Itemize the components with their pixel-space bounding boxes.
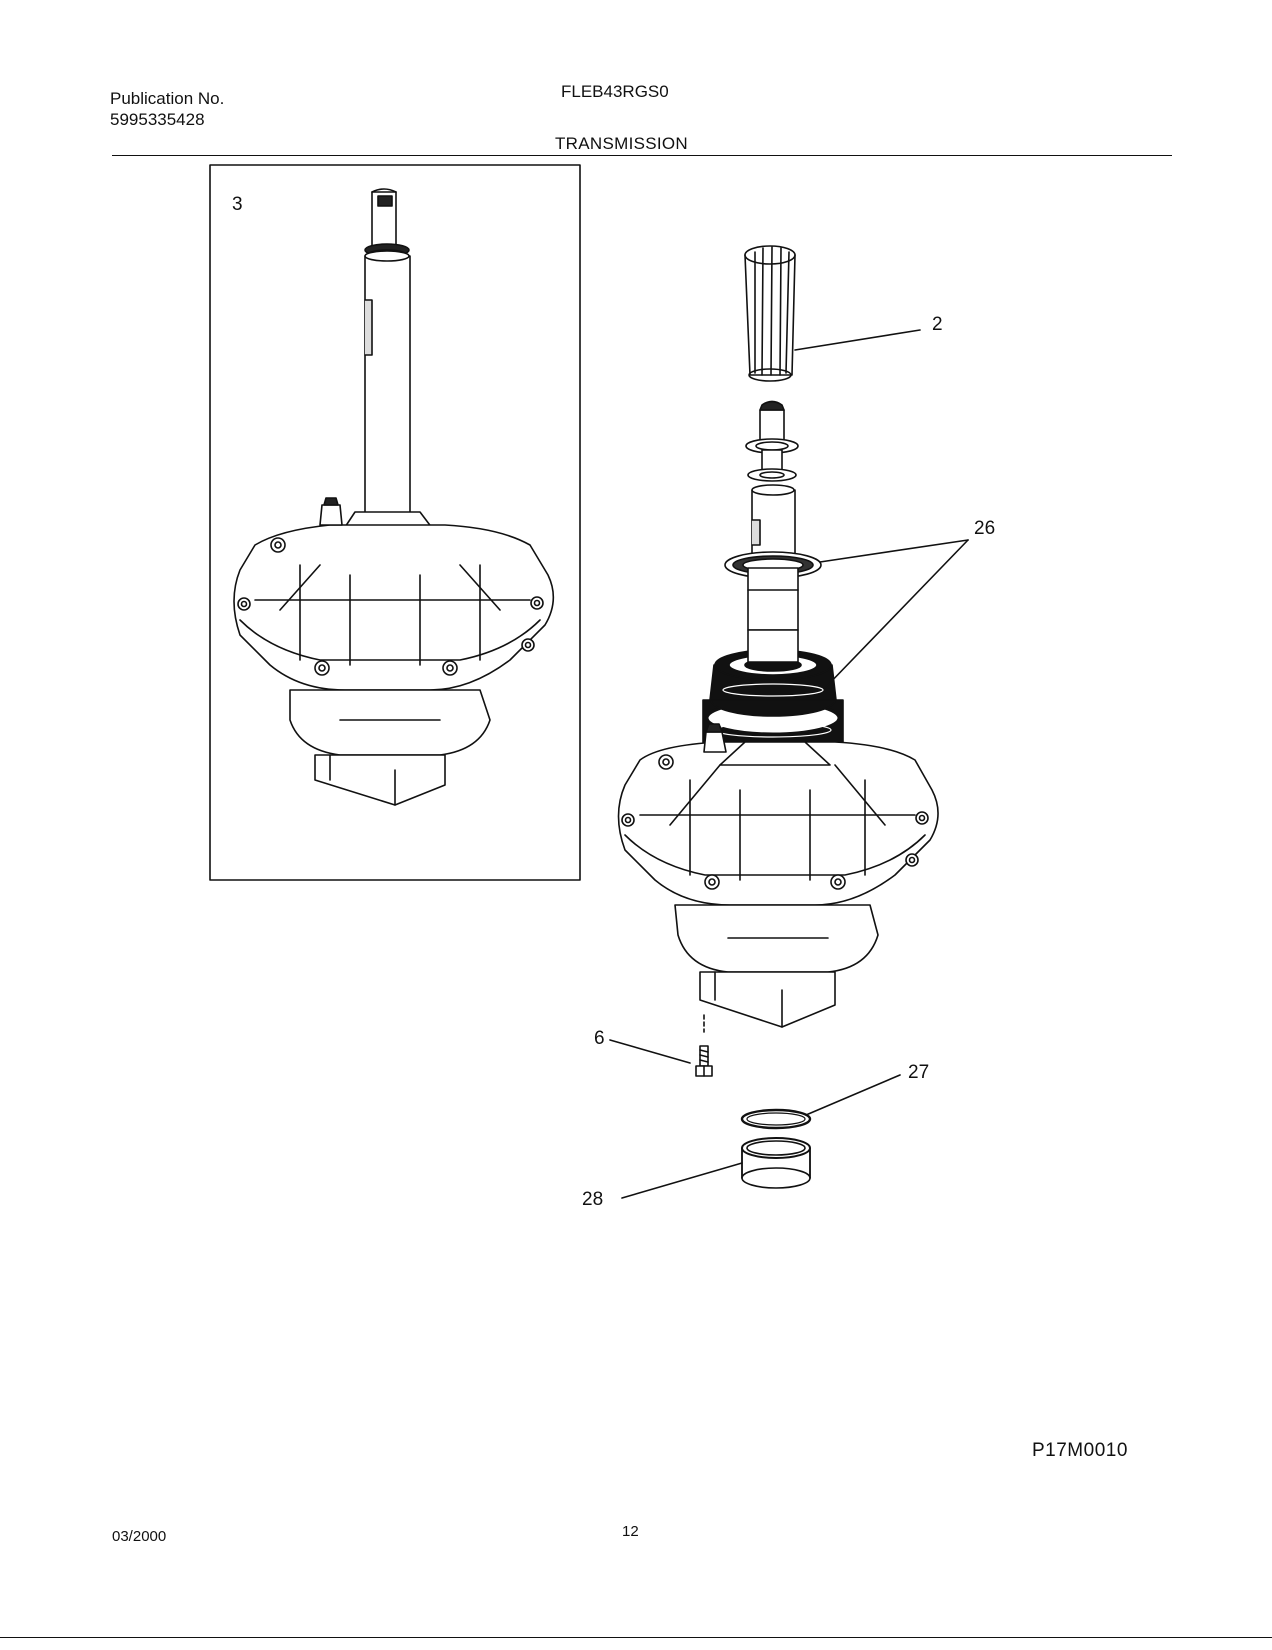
- callout-27: 27: [908, 1062, 929, 1083]
- bushing-part-28: [741, 1137, 811, 1189]
- publication-number: 5995335428: [110, 110, 205, 129]
- header-rule: [112, 155, 1172, 156]
- leader-28: [621, 1162, 743, 1199]
- transmission-assembly-3: [233, 188, 555, 806]
- figure-code: P17M0010: [1032, 1440, 1128, 1461]
- publication-label: Publication No.: [110, 89, 225, 108]
- callout-6: 6: [594, 1028, 605, 1049]
- leader-2: [794, 329, 921, 351]
- leader-26-top: [819, 539, 969, 563]
- callout-3: 3: [232, 194, 243, 215]
- inset-frame: [209, 164, 581, 881]
- leader-6: [609, 1039, 691, 1064]
- callout-2: 2: [932, 314, 943, 335]
- footer-rule: [0, 1637, 1272, 1638]
- transmission-exploded: [617, 245, 939, 1028]
- ring-part-27: [740, 1108, 812, 1130]
- callout-26: 26: [974, 518, 995, 539]
- spline-coupling-part-2: [744, 245, 796, 382]
- section-title: TRANSMISSION: [555, 134, 689, 153]
- seal-stack-part-26: [702, 629, 844, 764]
- model-number: FLEB43RGS0: [561, 82, 669, 101]
- screw-part-6: [695, 1014, 713, 1077]
- leader-27: [805, 1074, 901, 1116]
- publication-date: 03/2000: [112, 1528, 167, 1545]
- callout-28: 28: [582, 1189, 603, 1210]
- leader-26-bottom: [824, 539, 969, 689]
- page-number: 12: [622, 1523, 639, 1540]
